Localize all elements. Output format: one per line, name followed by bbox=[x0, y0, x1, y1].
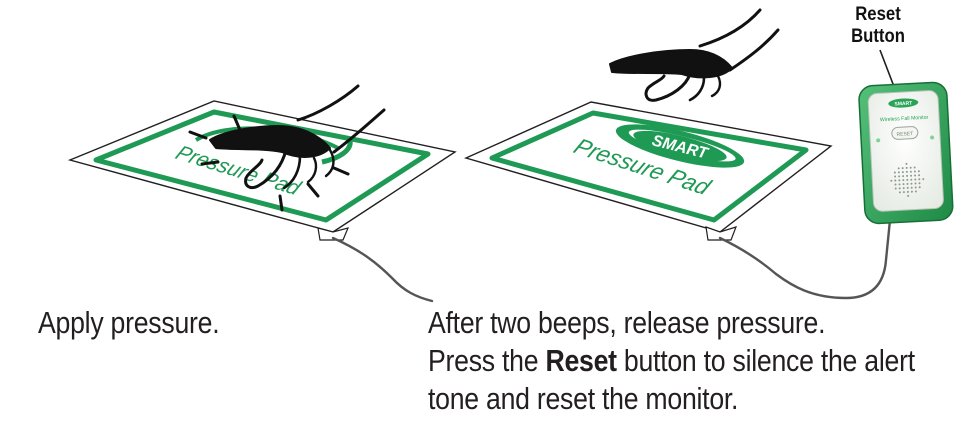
reset-button-label: RESET bbox=[896, 131, 913, 138]
right-caption-reset-word: Reset bbox=[545, 343, 617, 378]
right-caption-line1: After two beeps, release pressure. bbox=[428, 305, 826, 340]
monitor-logo-text: SMART bbox=[894, 101, 912, 108]
right-pad-logo: SMART bbox=[615, 124, 745, 168]
right-caption-line2-pre: Press the bbox=[428, 343, 546, 378]
monitor-title: Wireless Fall Monitor bbox=[880, 115, 929, 124]
released-hand-icon bbox=[609, 8, 780, 102]
callout-line1: Reset bbox=[855, 4, 901, 25]
left-pad-cable bbox=[331, 236, 434, 303]
right-step-caption: After two beeps, release pressure. Press… bbox=[428, 304, 915, 418]
speaker-grille-icon bbox=[890, 162, 925, 197]
right-caption-line3: tone and reset the monitor. bbox=[428, 381, 739, 416]
reset-button-callout: Reset Button bbox=[843, 4, 913, 48]
left-step-caption: Apply pressure. bbox=[38, 304, 220, 342]
right-pressure-pad: SMART Pressure Pad bbox=[463, 101, 833, 241]
monitor-logo-icon bbox=[888, 98, 919, 108]
left-pressure-pad: Pressure Pad bbox=[67, 100, 457, 241]
status-light-right-icon bbox=[930, 135, 935, 140]
status-light-left-icon bbox=[876, 138, 881, 143]
callout-line2: Button bbox=[851, 26, 905, 47]
pressing-hand-icon bbox=[188, 84, 386, 212]
right-pad-cable bbox=[718, 218, 892, 300]
reset-button[interactable] bbox=[891, 126, 919, 140]
right-caption-line2-post: button to silence the alert bbox=[616, 343, 915, 378]
wireless-fall-monitor: SMART Wireless Fall Monitor RESET bbox=[858, 81, 954, 225]
left-caption-text: Apply pressure. bbox=[38, 305, 220, 340]
